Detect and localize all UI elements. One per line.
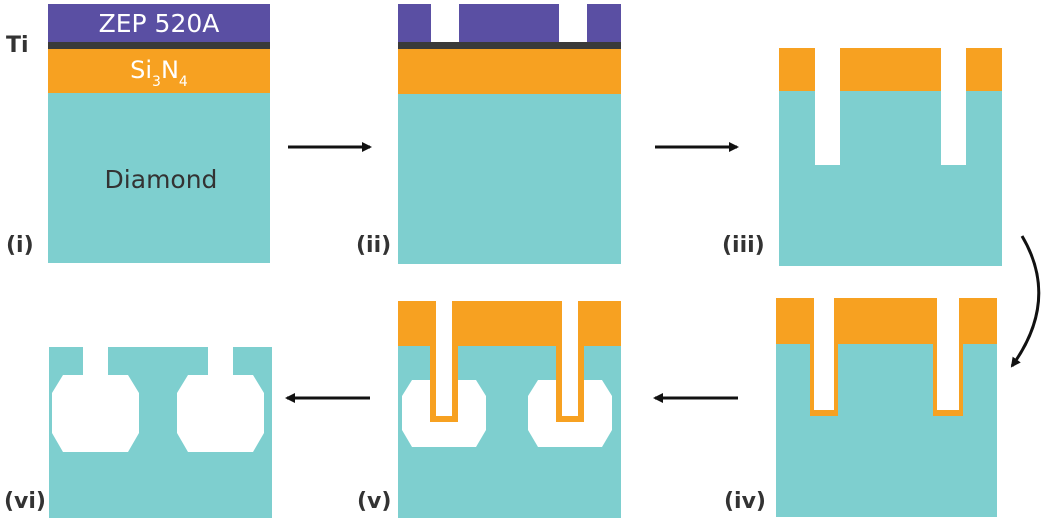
sin-layer [48,49,270,93]
ti-layer [398,42,621,49]
sin-block-middle [840,48,941,91]
sin-cap-right [584,301,621,346]
sin-trench-liner-left [776,298,997,416]
sin-label: Si3N4 [130,56,188,90]
sin-block-left [779,48,815,91]
step-iii: (iii) [722,48,1002,266]
sin-cap-left [398,301,430,346]
sin-block-right [966,48,1002,91]
step-label-v: (v) [357,489,391,514]
diamond-label: Diamond [105,165,218,194]
step-label-vi: (vi) [4,489,46,514]
zep-layer [48,4,270,42]
step-label-iii: (iii) [722,233,765,258]
step-iv: (iv) [724,298,997,517]
sin-cap-middle [458,301,556,346]
step-ii: (ii) [356,4,621,264]
ti-layer [48,42,270,49]
step-label-iv: (iv) [724,489,766,514]
zep-block-left [398,4,431,42]
diamond-substrate [398,94,621,264]
step-i: ZEP 520A Ti Si3N4 Diamond (i) [6,4,270,263]
zep-block-middle [459,4,559,42]
ti-label: Ti [6,33,29,58]
sin-liner-left [430,301,458,422]
step-label-ii: (ii) [356,233,391,258]
diamond-substrate [776,344,997,517]
sin-layer [398,49,621,94]
arrow-iii-to-iv [1010,235,1041,368]
diamond-substrate [779,91,1002,266]
diamond-substrate [48,93,270,263]
step-v: (v) [357,301,621,518]
zep-label: ZEP 520A [99,9,220,38]
sin-liner-right [556,301,584,422]
zep-block-right [587,4,621,42]
diamond-substrate [398,346,621,518]
diamond-suspended-structure [49,347,272,518]
step-label-i: (i) [6,233,34,258]
step-vi: (vi) [4,347,272,518]
